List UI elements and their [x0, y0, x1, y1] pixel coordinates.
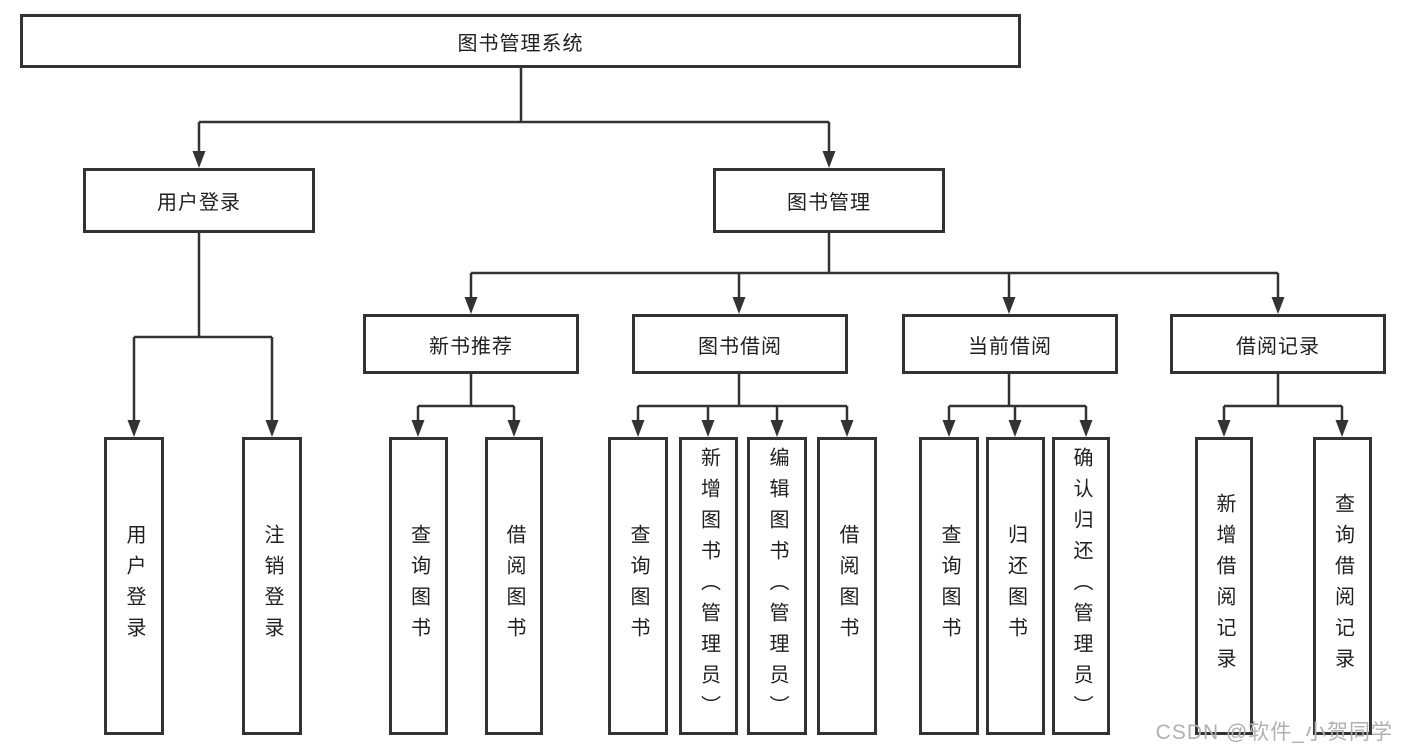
leaf-query-books-borrowing: 查询图书 [608, 437, 668, 735]
leaf-edit-books-admin: 编辑图书（管理员） [747, 437, 807, 735]
leaf-add-borrow-record-label: 新增借阅记录 [1213, 493, 1235, 679]
leaf-query-books-current-label: 查询图书 [938, 524, 960, 648]
leaf-query-borrow-record-label: 查询借阅记录 [1331, 493, 1354, 679]
node-book-management: 图书管理 [713, 168, 945, 233]
node-user-login: 用户登录 [83, 168, 315, 233]
node-book-management-label: 图书管理 [787, 192, 871, 214]
leaf-confirm-return-admin: 确认归还（管理员） [1052, 437, 1110, 735]
leaf-borrow-books-recommend-label: 借阅图书 [503, 524, 525, 648]
leaf-borrow-books: 借阅图书 [817, 437, 877, 735]
leaf-add-books-admin: 新增图书（管理员） [679, 437, 738, 735]
node-root: 图书管理系统 [20, 14, 1021, 68]
leaf-borrow-books-recommend: 借阅图书 [485, 437, 543, 735]
leaf-query-borrow-record: 查询借阅记录 [1313, 437, 1372, 735]
node-book-borrowing-label: 图书借阅 [698, 335, 782, 358]
leaf-query-books-borrowing-label: 查询图书 [627, 524, 649, 648]
leaf-edit-books-admin-label: 编辑图书（管理员） [766, 446, 788, 726]
node-current-borrowing: 当前借阅 [902, 314, 1118, 374]
leaf-user-login-label: 用户登录 [123, 524, 145, 648]
node-new-book-recommend: 新书推荐 [363, 314, 579, 374]
node-root-label: 图书管理系统 [457, 32, 584, 55]
leaf-add-books-admin-label: 新增图书（管理员） [697, 446, 720, 726]
leaf-borrow-books-label: 借阅图书 [836, 524, 858, 648]
node-new-book-recommend-label: 新书推荐 [429, 335, 513, 358]
node-current-borrowing-label: 当前借阅 [968, 335, 1052, 358]
node-user-login-label: 用户登录 [157, 192, 241, 214]
leaf-user-login: 用户登录 [104, 437, 164, 735]
leaf-confirm-return-admin-label: 确认归还（管理员） [1070, 446, 1092, 726]
leaf-return-books-label: 归还图书 [1004, 524, 1027, 648]
watermark-text: CSDN @软件_小贺同学 [1155, 721, 1393, 744]
leaf-add-borrow-record: 新增借阅记录 [1195, 437, 1253, 735]
node-borrowing-records-label: 借阅记录 [1236, 335, 1320, 358]
leaf-query-books-recommend: 查询图书 [389, 437, 448, 735]
leaf-query-books-current: 查询图书 [919, 437, 979, 735]
node-borrowing-records: 借阅记录 [1170, 314, 1386, 374]
leaf-logout-label: 注销登录 [261, 524, 283, 648]
leaf-query-books-recommend-label: 查询图书 [407, 524, 430, 648]
node-book-borrowing: 图书借阅 [632, 314, 848, 374]
leaf-return-books: 归还图书 [986, 437, 1045, 735]
leaf-logout: 注销登录 [242, 437, 302, 735]
